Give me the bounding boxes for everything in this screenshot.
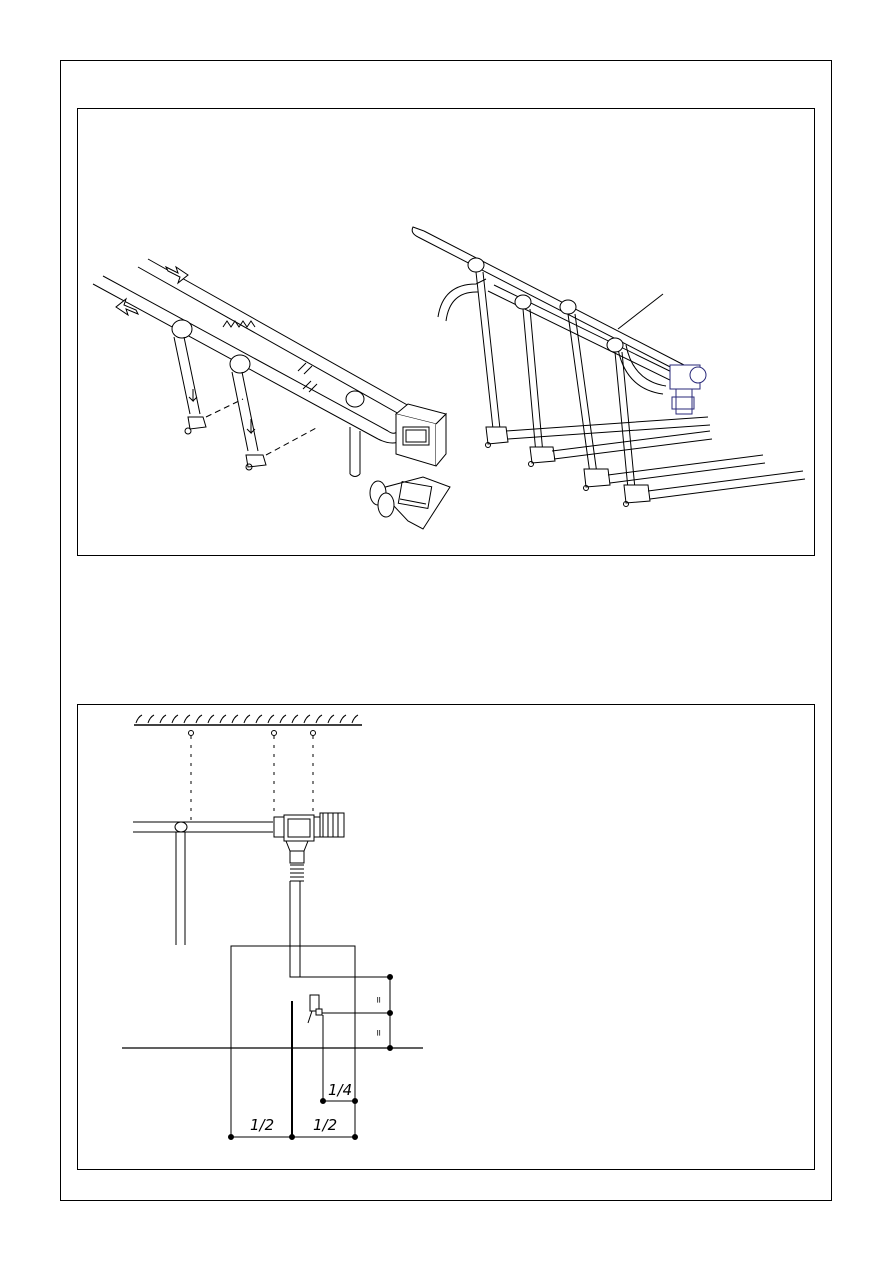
drive-motor: [670, 365, 706, 414]
flow-arrow-right: [166, 267, 188, 283]
ceiling: [134, 715, 362, 725]
equal-mark-lower: =: [373, 1029, 383, 1037]
auger-drive-exploded: [370, 477, 450, 529]
quarter-dimension-label: 1/4: [328, 1081, 352, 1099]
isometric-illustration-panel: [77, 108, 815, 556]
drop-tube: [290, 865, 304, 977]
left-half-dimension-label: 1/2: [250, 1116, 274, 1134]
drive-unit: [274, 813, 344, 863]
isometric-drawing: [78, 109, 815, 556]
installation-diagram: = = 1/4 1/2 1/2: [78, 705, 815, 1170]
horizontal-pipe: [133, 822, 273, 945]
equal-mark-upper: =: [373, 996, 383, 1004]
drop-tube-2: [230, 355, 318, 470]
feeder-unit: [308, 995, 322, 1023]
installation-diagram-panel: = = 1/4 1/2 1/2: [77, 704, 815, 1170]
left-feed-line-drawing: [93, 259, 450, 529]
drive-unit-box: [396, 404, 446, 466]
right-system-drawing: [412, 227, 805, 507]
drop-tube-1: [172, 320, 243, 434]
right-half-dimension-label: 1/2: [313, 1116, 337, 1134]
suspension-hooks: [189, 731, 316, 821]
height-dimension: = =: [300, 975, 393, 1051]
